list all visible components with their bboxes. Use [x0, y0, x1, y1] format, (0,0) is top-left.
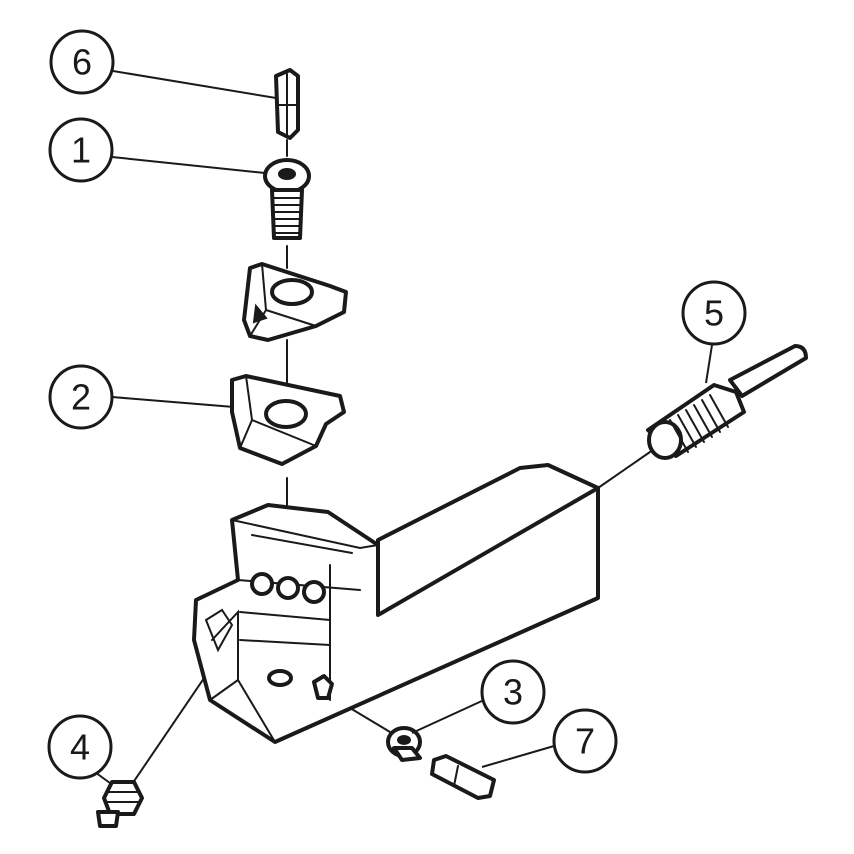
leader-lines	[91, 70, 713, 784]
callout-7-label: 7	[575, 721, 595, 762]
part-7-small-key	[430, 754, 496, 800]
callout-6: 6	[49, 29, 115, 95]
callout-7: 7	[552, 708, 618, 774]
part-1-screw	[263, 158, 311, 240]
part-3-small-screw	[386, 726, 422, 762]
body-screw-hole	[267, 669, 293, 687]
pin-threads	[669, 394, 729, 453]
callout-3-label: 3	[503, 672, 523, 713]
callout-2: 2	[48, 364, 114, 430]
screw-threads	[272, 197, 302, 234]
callout-5: 5	[681, 280, 747, 346]
callout-4: 4	[47, 714, 113, 780]
callout-2-label: 2	[71, 377, 91, 418]
part-6-key	[274, 68, 300, 140]
cutting-insert	[242, 262, 348, 342]
callout-1-label: 1	[71, 130, 91, 171]
callout-5-label: 5	[704, 293, 724, 334]
body-hole-1	[250, 572, 274, 596]
callout-1: 1	[48, 117, 114, 183]
callout-3: 3	[480, 659, 546, 725]
body-hole-3	[302, 580, 326, 604]
part-5-pin	[646, 344, 808, 460]
tool-holder-body	[192, 463, 600, 744]
part-2-shim	[230, 374, 346, 466]
body-hole-2	[276, 576, 300, 600]
body-side-port	[312, 674, 334, 700]
callout-6-label: 6	[72, 42, 92, 83]
callout-4-label: 4	[70, 727, 90, 768]
part-4-stud	[96, 780, 144, 828]
